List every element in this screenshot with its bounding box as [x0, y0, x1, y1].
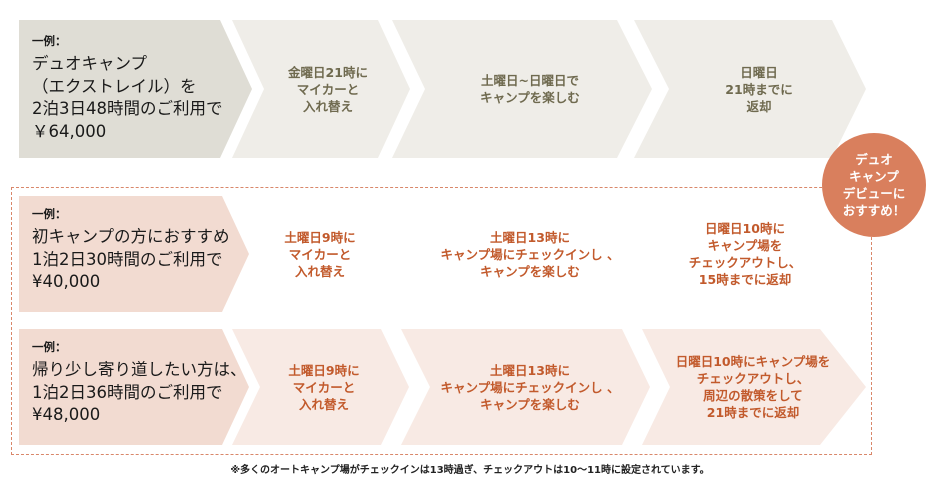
step-line: 周辺の散策をして	[703, 388, 803, 403]
badge-line: キャンプ	[849, 169, 899, 184]
row2-lead-chevron	[19, 196, 249, 312]
row1-step2-chevron	[392, 20, 652, 158]
plan-row-detour: 一例： 帰り少し寄り道したい方は、 1泊2日36時間のご利用で ¥48,000 …	[0, 329, 940, 445]
row3-step1-text: 土曜日9時に マイカーと 入れ替え	[254, 329, 394, 445]
recommended-plans-box	[11, 187, 872, 455]
row3-step2-chevron	[401, 329, 650, 445]
row1-step3-text: 日曜日 21時までに 返却	[664, 20, 854, 158]
row2-step3-text: 日曜日10時に キャンプ場を チェックアウトし、 15時までに返却	[655, 196, 835, 312]
row2-chevrons	[19, 196, 249, 312]
row2-lead-text: 初キャンプの方におすすめ 1泊2日30時間のご利用で ¥40,000	[32, 226, 230, 294]
step-line: 入れ替え	[294, 263, 345, 279]
lead-line: 2泊3日48時間のご利用で	[32, 99, 223, 118]
row1-lead-chevron	[19, 20, 252, 158]
lead-line: 帰り少し寄り道したい方は、	[32, 360, 247, 379]
step-line: キャンプ場にチェックインし 、	[440, 246, 620, 262]
row3-step3-chevron	[642, 329, 866, 445]
step-line: マイカーと	[292, 379, 356, 395]
lead-line: 1泊2日36時間のご利用で	[32, 382, 223, 402]
price: ¥48,000	[32, 405, 101, 424]
step-line: 金曜日21時に	[288, 64, 368, 80]
step-line: チェックアウトし、	[688, 255, 802, 270]
row3-chevrons	[19, 329, 866, 445]
step-line: 土曜日9時に	[288, 362, 360, 378]
row1-chevrons	[19, 20, 866, 158]
row2-step2-text: 土曜日13時に キャンプ場にチェックインし 、 キャンプを楽しむ	[420, 196, 640, 312]
row2-lead: 一例： 初キャンプの方におすすめ 1泊2日30時間のご利用で ¥40,000	[32, 206, 230, 294]
step-line: キャンプを楽しむ	[480, 90, 580, 105]
row3-step1-chevron	[232, 329, 409, 445]
step-line: 土曜日~日曜日で	[481, 73, 579, 88]
step-line: 日曜日10時にキャンプ場を	[675, 354, 831, 369]
step-line: 土曜日9時に	[284, 229, 356, 245]
row2-step1-text: 土曜日9時に マイカーと 入れ替え	[250, 196, 390, 312]
badge-line: おすすめ！	[842, 203, 906, 218]
row1-step3-chevron	[634, 20, 866, 158]
step-line: 土曜日13時に	[490, 229, 570, 245]
price: ¥40,000	[32, 272, 101, 291]
row1-step1-chevron	[232, 20, 410, 158]
row3-lead-text: 帰り少し寄り道したい方は、 1泊2日36時間のご利用で ¥48,000	[32, 359, 247, 427]
step-line: 入れ替え	[302, 98, 353, 114]
step-line: 日曜日	[740, 64, 778, 80]
lead-line: （エクストレイル）を	[32, 76, 197, 96]
step-line: キャンプ場を	[707, 238, 783, 253]
example-label: 一例：	[32, 207, 67, 221]
row1-step1-text: 金曜日21時に マイカーと 入れ替え	[258, 20, 398, 158]
step-line: 日曜日10時に	[705, 221, 785, 236]
recommend-badge: デュオ キャンプ デビューに おすすめ！	[822, 133, 926, 237]
row3-lead-chevron	[19, 329, 249, 445]
step-line: キャンプを楽しむ	[480, 263, 580, 279]
step-line: キャンプを楽しむ	[480, 396, 580, 412]
step-line: 返却	[746, 98, 772, 114]
step-line: 入れ替え	[298, 396, 349, 412]
row1-lead: 一例： デュオキャンプ （エクストレイル）を 2泊3日48時間のご利用で ￥64…	[32, 33, 223, 143]
badge-line: デュオ	[855, 152, 893, 167]
step-line: 21時までに返却	[706, 405, 800, 420]
lead-line: 初キャンプの方におすすめ	[32, 227, 230, 246]
step-line: 土曜日13時に	[490, 362, 570, 378]
row3-step3-text: 日曜日10時にキャンプ場を チェックアウトし、 周辺の散策をして 21時までに返…	[658, 329, 848, 445]
step-line: マイカーと	[296, 81, 360, 97]
row1-step2-text: 土曜日~日曜日で キャンプを楽しむ	[420, 20, 640, 158]
plan-row-first-camp: 一例： 初キャンプの方におすすめ 1泊2日30時間のご利用で ¥40,000 土…	[0, 196, 940, 312]
step-line: チェックアウトし、	[696, 371, 810, 386]
lead-line: 1泊2日30時間のご利用で	[32, 249, 223, 269]
step-line: マイカーと	[288, 246, 352, 262]
row3-lead: 一例： 帰り少し寄り道したい方は、 1泊2日36時間のご利用で ¥48,000	[32, 339, 247, 427]
step-line: キャンプ場にチェックインし 、	[440, 379, 620, 395]
step-line: 15時までに返却	[698, 272, 792, 287]
footnote: ※多くのオートキャンプ場がチェックインは13時過ぎ、チェックアウトは10〜11時…	[230, 465, 710, 476]
step-line: 21時までに	[725, 81, 793, 97]
plan-row-duo-camp: 一例： デュオキャンプ （エクストレイル）を 2泊3日48時間のご利用で ￥64…	[0, 20, 940, 158]
price: ￥64,000	[32, 121, 107, 141]
example-label: 一例：	[32, 34, 67, 48]
lead-line: デュオキャンプ	[32, 54, 148, 73]
row3-step2-text: 土曜日13時に キャンプ場にチェックインし 、 キャンプを楽しむ	[420, 329, 640, 445]
example-label: 一例：	[32, 340, 67, 354]
row1-lead-text: デュオキャンプ （エクストレイル）を 2泊3日48時間のご利用で ￥64,000	[32, 53, 223, 143]
badge-line: デビューに	[842, 186, 906, 201]
